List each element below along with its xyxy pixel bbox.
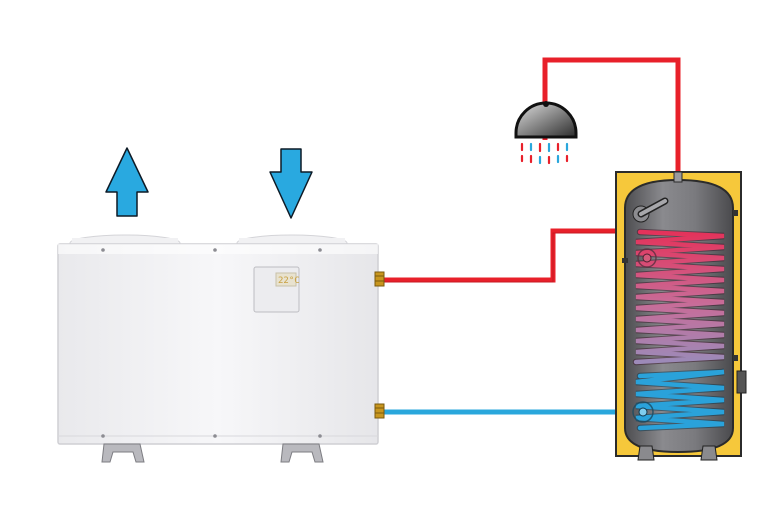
shower-head-icon bbox=[514, 101, 578, 139]
hot-water-storage-tank bbox=[615, 171, 747, 461]
casing-screws bbox=[101, 248, 322, 438]
coil-fitting-lower bbox=[632, 401, 654, 423]
hot-water-flow-pipe bbox=[380, 228, 640, 283]
arrow-up-icon bbox=[105, 147, 149, 217]
heat-pump-casing bbox=[57, 243, 379, 445]
unit-feet bbox=[101, 443, 324, 463]
control-panel: 22°C bbox=[253, 266, 300, 313]
hot-coil bbox=[632, 228, 725, 366]
outlet-fitting bbox=[374, 271, 385, 287]
water-drops bbox=[520, 142, 569, 165]
cold-coil bbox=[635, 368, 725, 432]
intake-air-arrow bbox=[269, 148, 313, 219]
temperature-display-text: 22°C bbox=[278, 276, 300, 286]
tank-legs bbox=[637, 445, 718, 461]
shower-supply-pipe bbox=[542, 57, 681, 178]
exhaust-air-arrow bbox=[105, 147, 149, 217]
inlet-fitting bbox=[374, 403, 385, 419]
temperature-display bbox=[275, 272, 297, 287]
tank-anode bbox=[632, 197, 669, 223]
coil-fitting-upper bbox=[637, 248, 657, 268]
arrow-down-icon bbox=[269, 148, 313, 219]
shower bbox=[514, 101, 578, 165]
heat-pump-unit: 22°C bbox=[57, 234, 385, 463]
tank-side-flange bbox=[736, 370, 747, 394]
